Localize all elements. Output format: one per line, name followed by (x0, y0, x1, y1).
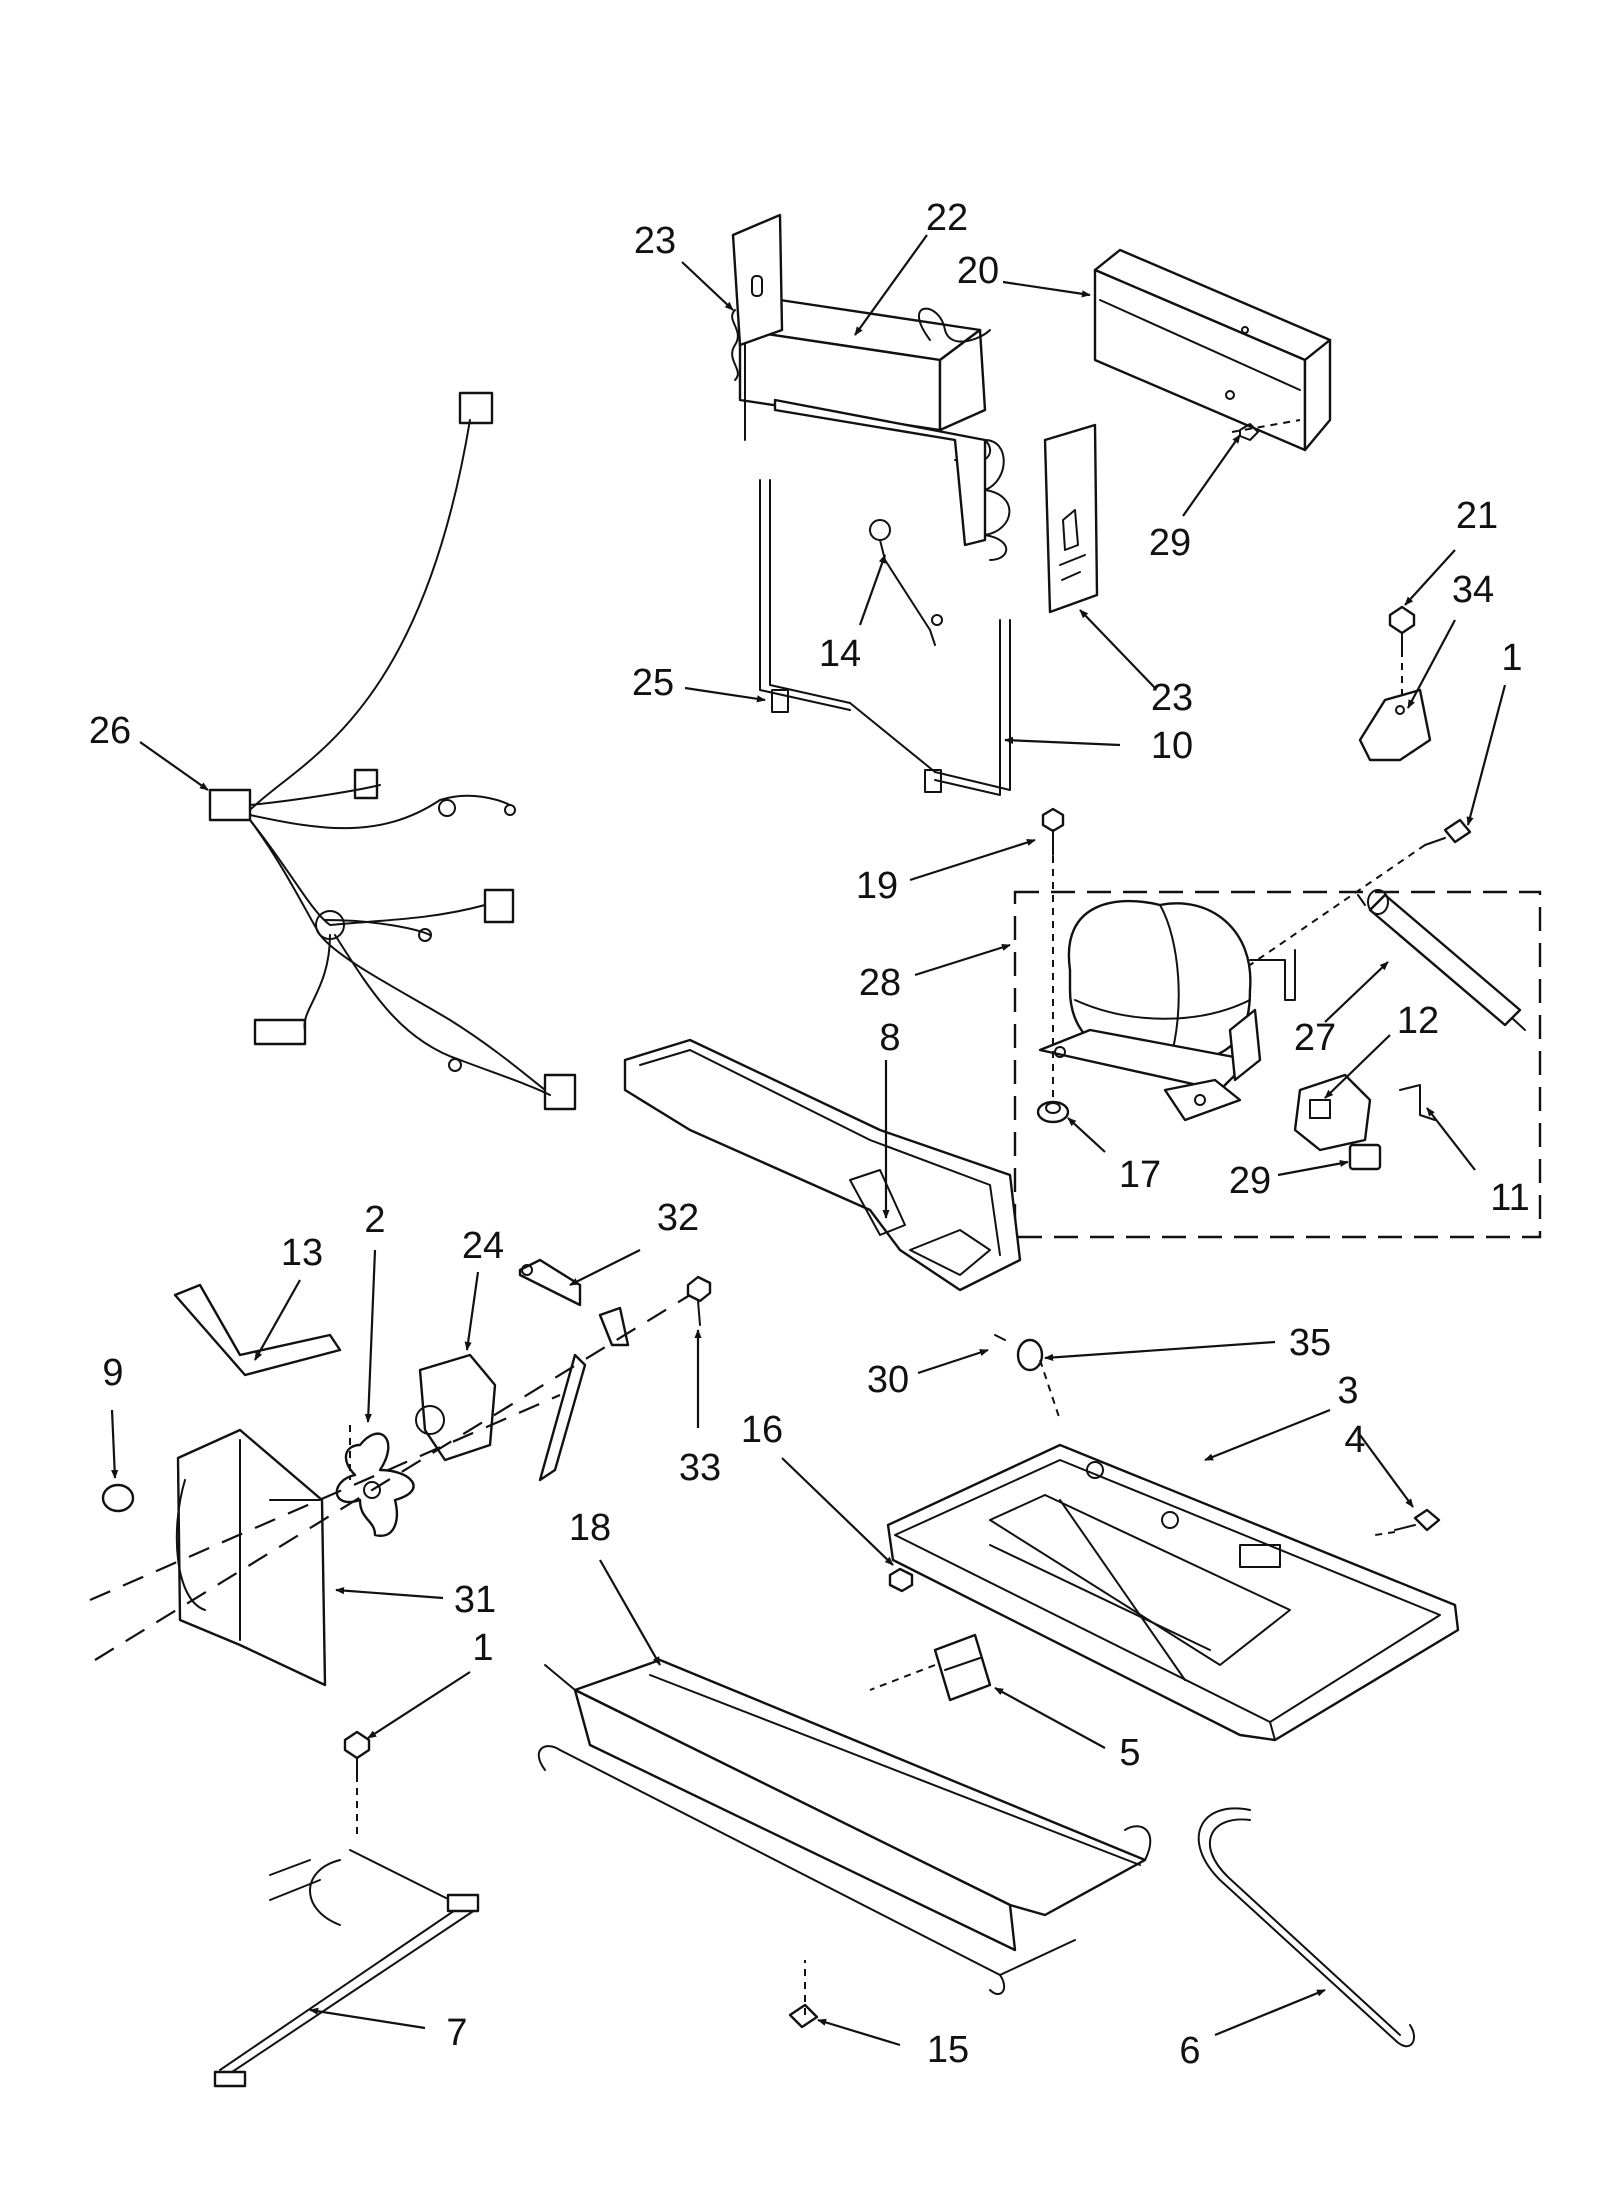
callouts: 23 22 20 29 21 34 1 14 23 25 10 26 19 28… (89, 197, 1530, 2072)
shroud-part (175, 1428, 327, 1687)
callout-23-top: 23 (634, 220, 676, 262)
clamp-part (518, 1258, 630, 1482)
callout-26: 26 (89, 710, 131, 752)
compressor-part (1038, 899, 1296, 1122)
fan-blade-part (335, 1432, 415, 1537)
callout-16: 16 (741, 1409, 783, 1451)
callout-7: 7 (446, 2012, 467, 2054)
callout-34: 34 (1452, 569, 1494, 611)
callout-10: 10 (1151, 725, 1193, 767)
callout-19: 19 (856, 865, 898, 907)
evaporator-bracket-left-part (731, 213, 784, 381)
callout-24: 24 (462, 1225, 504, 1267)
callout-31: 31 (454, 1579, 496, 1621)
screw-part (1424, 818, 1472, 846)
callout-23-right: 23 (1151, 677, 1193, 719)
evaporator-bracket-right-part (1043, 423, 1099, 614)
harness-part (213, 1849, 480, 2088)
callout-5: 5 (1119, 1732, 1140, 1774)
bracket-part (1358, 688, 1432, 762)
callout-2: 2 (364, 1199, 385, 1241)
clip-part (1399, 1084, 1436, 1121)
compressor-assembly-box (1013, 890, 1542, 1239)
defrost-thermostat-part (869, 519, 943, 646)
defrost-heater-part (759, 479, 1011, 796)
leader-lines (110, 234, 1507, 2047)
callout-17: 17 (1119, 1154, 1161, 1196)
callout-6: 6 (1179, 2030, 1200, 2072)
callout-9: 9 (102, 1352, 123, 1394)
callout-1-top: 1 (1501, 637, 1522, 679)
callout-27: 27 (1294, 1017, 1336, 1059)
callout-33: 33 (679, 1447, 721, 1489)
callout-21: 21 (1456, 495, 1498, 537)
tube-part (1197, 1807, 1415, 2048)
clip-part (788, 2003, 819, 2029)
foam-strip-part (173, 1283, 342, 1377)
screw-part (888, 1567, 914, 1593)
screw-part (343, 1730, 371, 1776)
wire-harness-part (208, 391, 577, 1111)
callout-32: 32 (657, 1197, 699, 1239)
callout-15: 15 (927, 2029, 969, 2071)
callout-30: 30 (867, 1359, 909, 1401)
drain-pan-part (623, 1038, 1022, 1292)
base-plate-part (886, 1443, 1460, 1742)
plug-part (101, 1483, 135, 1513)
callout-13: 13 (281, 1232, 323, 1274)
evaporator-cover-part (1093, 248, 1332, 452)
callout-35: 35 (1289, 1322, 1331, 1364)
callout-18: 18 (569, 1507, 611, 1549)
fan-motor-part (415, 1353, 497, 1462)
callout-25: 25 (632, 662, 674, 704)
callout-29-lower: 29 (1229, 1160, 1271, 1202)
callout-11: 11 (1490, 1177, 1529, 1219)
screw-part (686, 1275, 712, 1326)
condenser-part (537, 1658, 1152, 1995)
dryer-part (1357, 889, 1526, 1031)
callout-14: 14 (819, 633, 861, 675)
grommet-part (1036, 1100, 1070, 1124)
evaporator-part (738, 298, 1011, 561)
callout-20: 20 (957, 250, 999, 292)
spacer-part (1016, 1338, 1044, 1372)
callout-4: 4 (1344, 1419, 1365, 1461)
screw-part (1041, 807, 1065, 856)
callout-12: 12 (1397, 1000, 1439, 1042)
callout-28: 28 (859, 962, 901, 1004)
callout-1-lower: 1 (472, 1627, 493, 1669)
callout-22: 22 (926, 197, 968, 239)
condenser-fan-bracket-part (933, 1633, 992, 1702)
relay-part (1293, 1073, 1372, 1152)
screw-part (1388, 605, 1416, 651)
overload-cap-part (1348, 1143, 1382, 1171)
callout-3: 3 (1337, 1370, 1358, 1412)
callout-29-top: 29 (1149, 522, 1191, 564)
screw-part (1394, 1508, 1441, 1532)
callout-8: 8 (879, 1017, 900, 1059)
